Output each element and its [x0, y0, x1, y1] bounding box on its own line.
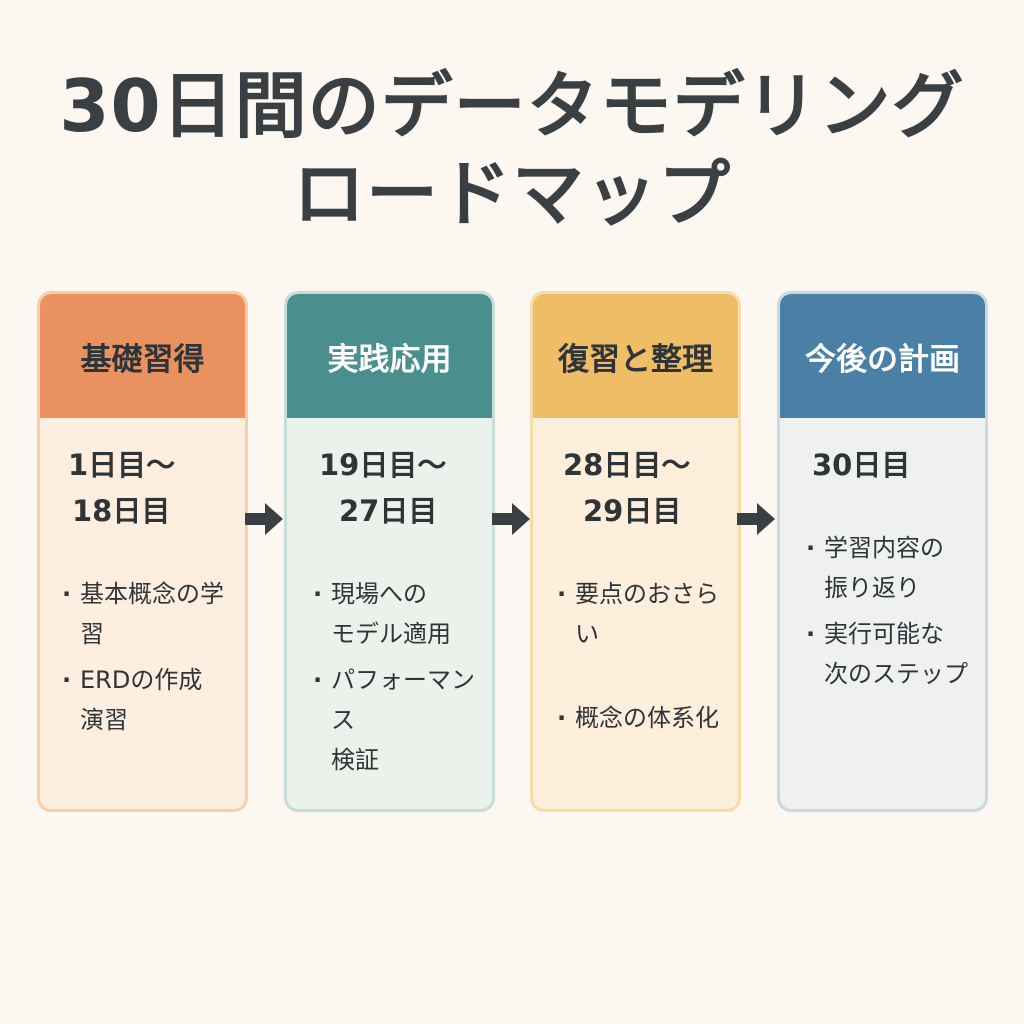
- period-start: 19日目〜: [319, 448, 447, 482]
- phase-items-1: 基本概念の学 習 ERDの作成 演習: [60, 574, 245, 740]
- phase-period-4: 30日目: [812, 442, 985, 488]
- title-line-2: ロードマップ: [292, 152, 731, 236]
- period-end: 18日目: [72, 494, 171, 528]
- phase-period-1: 1日目〜 18日目: [68, 442, 245, 534]
- phase-period-2: 19日目〜 27日目: [319, 442, 492, 534]
- phase-body-3: 28日目〜 29日目 要点のおさらい 概念の体系化: [533, 418, 738, 738]
- period-end: 29日目: [583, 494, 682, 528]
- list-item: 学習内容の 振り返り: [804, 528, 985, 608]
- phase-header-1: 基礎習得: [40, 294, 245, 418]
- list-item: パフォーマンス 検証: [311, 660, 492, 780]
- arrow-right-icon: [737, 503, 775, 535]
- page-title: 30日間のデータモデリング ロードマップ: [0, 62, 1024, 238]
- phase-card-3: 復習と整理 28日目〜 29日目 要点のおさらい 概念の体系化: [530, 291, 741, 812]
- period-start: 30日目: [812, 448, 911, 482]
- phase-body-2: 19日目〜 27日目 現場への モデル適用 パフォーマンス 検証: [287, 418, 492, 780]
- phase-card-1: 基礎習得 1日目〜 18日目 基本概念の学 習 ERDの作成 演習: [37, 291, 248, 812]
- phase-header-4: 今後の計画: [780, 294, 985, 418]
- phase-card-4: 今後の計画 30日目 学習内容の 振り返り 実行可能な 次のステップ: [777, 291, 988, 812]
- phase-body-1: 1日目〜 18日目 基本概念の学 習 ERDの作成 演習: [40, 418, 245, 740]
- phase-title-4: 今後の計画: [805, 341, 960, 378]
- list-item: 概念の体系化: [555, 698, 738, 738]
- phase-card-2: 実践応用 19日目〜 27日目 現場への モデル適用 パフォーマンス 検証: [284, 291, 495, 812]
- phase-period-3: 28日目〜 29日目: [563, 442, 738, 534]
- phase-header-2: 実践応用: [287, 294, 492, 418]
- phase-items-4: 学習内容の 振り返り 実行可能な 次のステップ: [804, 528, 985, 694]
- arrow-right-icon: [492, 503, 530, 535]
- arrow-right-icon: [245, 503, 283, 535]
- list-item: 要点のおさらい: [555, 574, 738, 654]
- list-item: ERDの作成 演習: [60, 660, 245, 740]
- phase-title-1: 基礎習得: [80, 341, 205, 378]
- phase-title-3: 復習と整理: [558, 341, 713, 378]
- phase-title-2: 実践応用: [327, 341, 452, 378]
- phase-items-2: 現場への モデル適用 パフォーマンス 検証: [311, 574, 492, 780]
- list-item: 現場への モデル適用: [311, 574, 492, 654]
- phase-items-3: 要点のおさらい 概念の体系化: [555, 574, 738, 738]
- period-start: 1日目〜: [68, 448, 176, 482]
- period-start: 28日目〜: [563, 448, 691, 482]
- phase-header-3: 復習と整理: [533, 294, 738, 418]
- title-line-1: 30日間のデータモデリング: [59, 64, 965, 148]
- phase-body-4: 30日目 学習内容の 振り返り 実行可能な 次のステップ: [780, 418, 985, 694]
- list-item: 実行可能な 次のステップ: [804, 614, 985, 694]
- period-end: 27日目: [339, 494, 438, 528]
- list-item: 基本概念の学 習: [60, 574, 245, 654]
